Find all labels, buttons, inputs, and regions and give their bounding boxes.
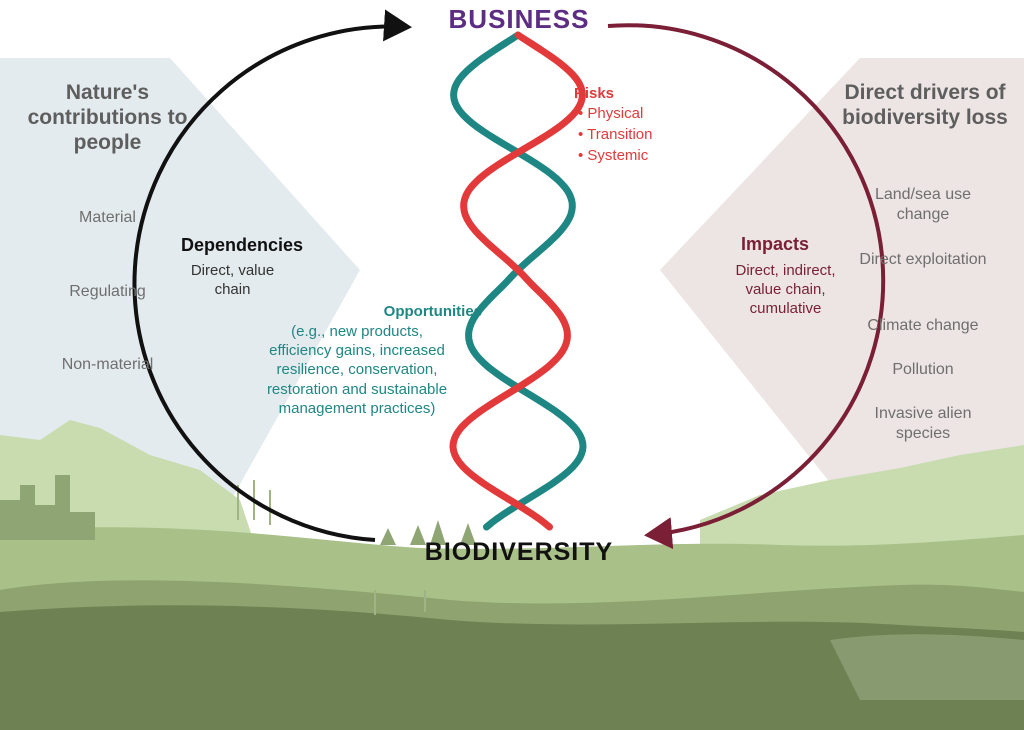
opportunities-detail: (e.g., new products, efficiency gains, i… [266, 323, 448, 417]
dna-helix [449, 31, 587, 531]
biodiversity-label: BIODIVERSITY [424, 538, 614, 566]
tree-row [380, 520, 476, 545]
left-item-material: Material [79, 209, 136, 226]
left-item-regulating: Regulating [69, 283, 146, 300]
risk-item-transition: • Transition [578, 126, 653, 143]
right-panel-title: Direct drivers of biodiversity loss [842, 81, 1008, 130]
risks-title: Risks [574, 85, 615, 102]
right-item-pollution: Pollution [892, 361, 954, 378]
right-item-climate-change: Climate change [867, 317, 979, 334]
right-item-direct-exploitation: Direct exploitation [859, 251, 987, 268]
risk-item-systemic: • Systemic [578, 147, 649, 164]
impacts-title: Impacts [740, 234, 810, 254]
risk-item-physical: • Physical [578, 105, 644, 122]
dependencies-detail: Direct, value chain [190, 262, 275, 298]
left-city-silhouette [0, 475, 95, 540]
business-label: BUSINESS [448, 4, 590, 34]
left-panel-background [0, 58, 360, 520]
helix-strand-teal [450, 31, 587, 531]
dependencies-arrow [132, 9, 412, 542]
impacts-arrow [607, 23, 886, 550]
left-item-non-material: Non-material [61, 356, 154, 373]
right-panel-background [660, 58, 1024, 520]
helix-strand-red [449, 31, 586, 531]
left-panel-title: Nature's contributions to people [27, 81, 188, 155]
impacts-detail: Direct, indirect, value chain, cumulativ… [735, 262, 836, 317]
right-item-land-sea-use: Land/sea use change [874, 186, 972, 223]
water-area [830, 634, 1024, 700]
risk-systemic-text: Systemic [587, 147, 649, 164]
risk-physical-text: Physical [587, 105, 644, 122]
right-item-invasive-species: Invasive alien species [874, 405, 972, 442]
dependencies-title: Dependencies [180, 235, 304, 255]
foreground-landscape [0, 605, 1024, 730]
risk-transition-text: Transition [587, 126, 653, 143]
opportunities-title: Opportunities [383, 303, 482, 320]
